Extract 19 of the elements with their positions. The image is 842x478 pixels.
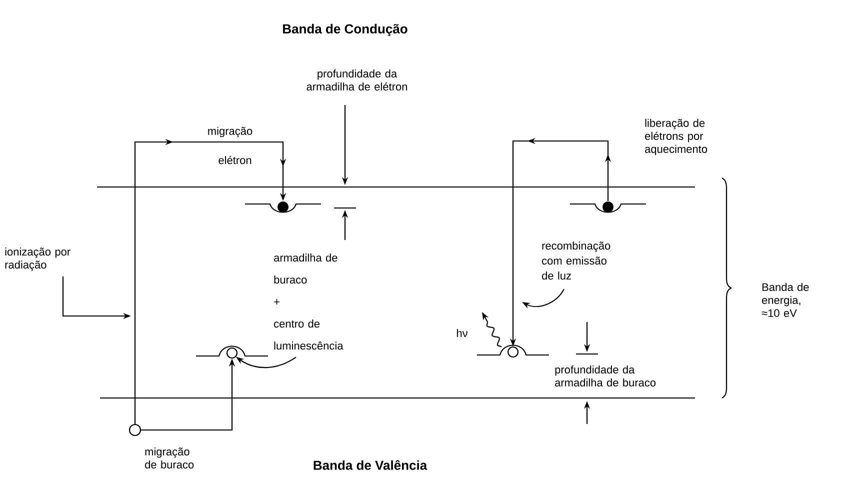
electron-trap: [570, 202, 646, 213]
label-text: elétron: [218, 156, 252, 164]
arrow: [134, 138, 286, 424]
note-text: recombinação com emissão de luz: [542, 242, 610, 280]
edge-label: liberação de elétrons por aquecimento: [645, 118, 708, 156]
note-text: ionização por radiação: [5, 248, 70, 271]
hole-trap: [196, 346, 268, 359]
band-title: Banda de Valência: [314, 460, 428, 470]
band-title: Banda de Condução: [283, 24, 408, 36]
label-text: Banda de energia, ≈10 eV: [762, 282, 809, 318]
label-text: migração: [208, 126, 252, 138]
note-text: armadilha de buraco + centro de luminescência: [274, 254, 344, 350]
electron-trap: [245, 202, 321, 213]
hole: [128, 424, 142, 436]
label-text: profundidade da armadilha de elétron: [306, 69, 407, 91]
edge-label: migração de buraco: [145, 447, 194, 469]
edge-label: hν: [456, 329, 468, 337]
hole-trap: [477, 344, 549, 358]
label-text: profundidade da armadilha de buraco: [555, 365, 656, 387]
